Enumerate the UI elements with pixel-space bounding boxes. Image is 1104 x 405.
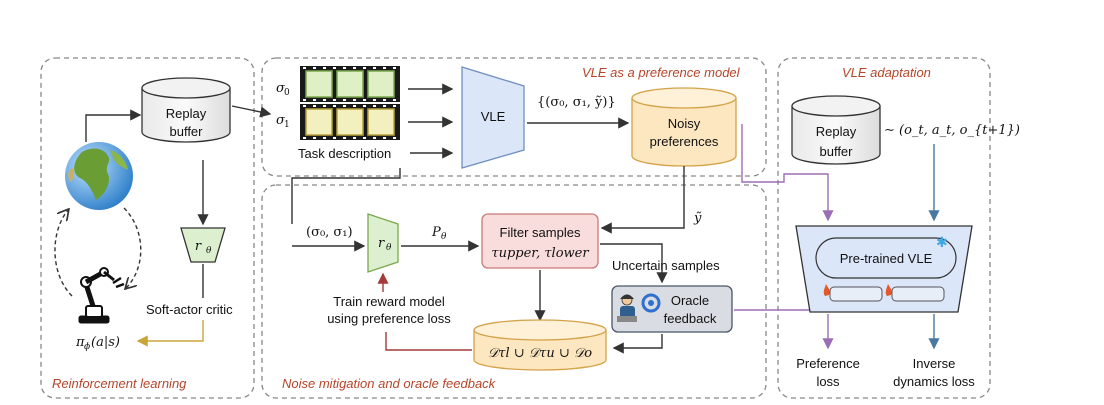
section-pref-title: VLE as a preference model xyxy=(582,65,741,80)
adapt-sample-label: ∼ (o_t, a_t, o_{t+1}) xyxy=(884,123,1020,138)
sigma0-sub: 0 xyxy=(284,88,290,98)
inv-loss-label-1: Inverse xyxy=(913,356,956,371)
policy-phi: ϕ xyxy=(84,342,90,352)
robot-arm-icon xyxy=(78,267,125,324)
arrow-pref-to-reward xyxy=(291,168,401,224)
trainable-flame-icon-2 xyxy=(885,284,892,296)
pref-loss-label-1: Preference xyxy=(796,356,860,371)
rl-replay-label-1: Replay xyxy=(166,106,207,121)
filter-title: Filter samples xyxy=(500,225,581,240)
rl-reward-r: r xyxy=(195,239,202,254)
rl-loop-left xyxy=(54,210,73,297)
rl-replay-label-2: buffer xyxy=(169,124,203,139)
human-annotator-icon xyxy=(617,294,637,322)
arrow-noisy-to-adapt xyxy=(741,124,834,222)
noise-reward-theta: θ xyxy=(386,243,392,253)
sigma1-label: σ xyxy=(276,113,286,128)
section-noise-frame xyxy=(261,184,767,399)
section-rl-frame xyxy=(40,57,255,399)
p-theta-sub: θ xyxy=(441,232,447,242)
arrow-dataset-to-train xyxy=(385,332,472,351)
section-noise-title: Noise mitigation and oracle feedback xyxy=(282,376,497,391)
arrow-oracle-to-dataset xyxy=(612,334,663,354)
noisy-preferences-db: Noisy preferences xyxy=(631,87,737,167)
noisy-label-2: preferences xyxy=(650,134,719,149)
arrow-earth-to-replay xyxy=(85,109,142,142)
arrow-sac-to-policy xyxy=(136,320,204,347)
adapt-replay-label-1: Replay xyxy=(816,124,857,139)
noisy-label-1: Noisy xyxy=(668,116,701,131)
adapt-replay-label-2: buffer xyxy=(819,144,853,159)
oracle-label-1: Oracle xyxy=(671,293,709,308)
filter-samples-box: Filter samples τupper, τlower xyxy=(481,213,599,269)
arrow-noisy-to-filter xyxy=(600,166,685,234)
arrow-oracle-to-adapt xyxy=(734,296,811,311)
oracle-feedback-box: Oracle feedback xyxy=(611,285,733,333)
pref-loss-label-2: loss xyxy=(816,374,840,389)
filter-thresholds: τupper, τlower xyxy=(491,246,589,261)
p-theta-label: P xyxy=(431,225,441,240)
arrow-filter-to-oracle xyxy=(600,243,668,284)
adapt-replay-buffer: Replay buffer xyxy=(791,95,881,165)
policy-pi: π xyxy=(75,335,85,350)
pair-label: (σ₀, σ₁) xyxy=(306,225,353,240)
train-label-2: using preference loss xyxy=(327,311,451,326)
rl-replay-buffer: Replay buffer xyxy=(141,77,231,143)
vle-block: VLE xyxy=(461,66,525,169)
earth-icon xyxy=(65,142,133,210)
film-strip-0 xyxy=(300,66,400,102)
noise-reward-r: r xyxy=(378,236,385,251)
adapt-vle-block: Pre-trained VLE ✱ xyxy=(795,225,973,313)
policy-arg: (a|s) xyxy=(91,335,120,350)
arrow-replay-to-pref xyxy=(231,105,272,118)
dataset-db: 𝒟τl ∪ 𝒟τu ∪ 𝒟o xyxy=(473,319,607,371)
llm-logo-icon xyxy=(641,293,661,313)
task-description-label: Task description xyxy=(298,146,391,161)
rl-reward-theta: θ xyxy=(206,246,212,256)
inv-loss-label-2: dynamics loss xyxy=(893,374,975,389)
ytilde-label: ỹ xyxy=(693,211,702,226)
oracle-label-2: feedback xyxy=(664,311,717,326)
rl-reward-model: r θ xyxy=(180,227,226,263)
preference-set-label: {(σ₀, σ₁, ỹ)} xyxy=(537,95,616,110)
section-rl-title: Reinforcement learning xyxy=(52,376,187,391)
section-adapt-frame xyxy=(777,57,991,399)
rl-loop-right xyxy=(123,207,142,288)
frozen-snowflake-icon: ✱ xyxy=(936,235,948,251)
sac-label: Soft-actor critic xyxy=(146,302,233,317)
section-adapt-title: VLE adaptation xyxy=(842,65,931,80)
trainable-flame-icon-1 xyxy=(823,284,830,296)
train-label-1: Train reward model xyxy=(333,294,445,309)
dataset-label: 𝒟τl ∪ 𝒟τu ∪ 𝒟o xyxy=(488,346,592,361)
policy-label: π ϕ (a|s) xyxy=(75,335,120,352)
pretrained-vle-label: Pre-trained VLE xyxy=(840,251,933,266)
vle-label: VLE xyxy=(481,109,506,124)
uncertain-label: Uncertain samples xyxy=(612,258,720,273)
noise-reward-model: r θ xyxy=(367,213,399,273)
sigma1-sub: 1 xyxy=(284,120,290,130)
sigma0-label: σ xyxy=(276,81,286,96)
film-strip-1 xyxy=(300,104,400,140)
